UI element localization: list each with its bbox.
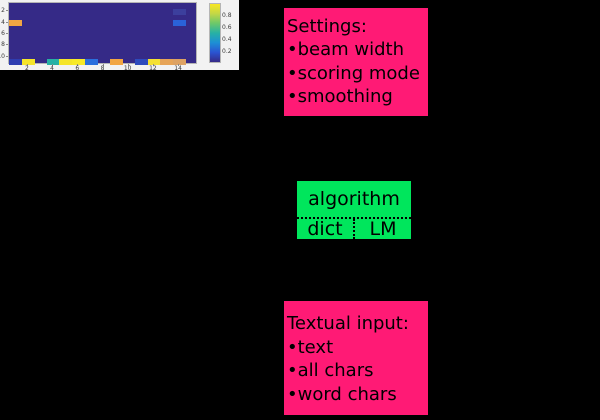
textual-input-box: Textual input: •text •all chars •word ch…: [282, 299, 430, 417]
tick-mark: [127, 64, 129, 66]
algorithm-box: algorithm dict LM: [295, 179, 413, 241]
heatmap-cell-r11-c2: [21, 59, 35, 66]
heatmap-x-tick-12: 12: [149, 65, 157, 72]
heatmap-x-tick-4: 4: [50, 65, 54, 72]
algorithm-option-dict: dict: [297, 219, 355, 239]
tick-mark: [6, 55, 8, 57]
colorbar-tick-0.8: 0.8: [222, 12, 232, 19]
heatmap-cell-r2-c14: [172, 8, 186, 15]
tick-mark: [102, 64, 104, 66]
heatmap-cell-r11-c6: [72, 59, 85, 66]
heatmap-cell-r11-c11: [135, 59, 148, 66]
heatmap-cell-r11-c7: [84, 59, 98, 66]
tick-mark: [6, 33, 8, 34]
textual-item-text: •text: [287, 336, 334, 358]
heatmap-cell-r11-c5: [59, 59, 73, 66]
heatmap-x-tick-10: 10: [123, 65, 132, 72]
tick-mark: [77, 64, 79, 66]
algorithm-title: algorithm: [297, 181, 411, 219]
settings-item-beam-width: •beam width: [287, 39, 405, 61]
settings-item-smoothing: •smoothing: [287, 86, 393, 108]
heatmap-cell-r11-c4: [46, 59, 60, 66]
heatmap-x-tick-2: 2: [24, 65, 29, 72]
heatmap-x-tick-6: 6: [75, 65, 80, 72]
tick-mark: [6, 21, 8, 23]
settings-item-scoring-mode: •scoring mode: [287, 62, 420, 84]
heatmap-y-tick-4: 4: [1, 18, 5, 26]
heatmap-panel: 2 4 6 8 10 12 14 2 4 6 8 10 0.8 0.6 0.4 0.2: [0, 0, 239, 72]
colorbar-tick-0.6: 0.6: [222, 24, 232, 31]
heatmap-cell-r11-c13: [160, 59, 174, 66]
heatmap-cell-r11-c12: [147, 59, 161, 66]
algorithm-option-lm: LM: [369, 218, 397, 240]
textual-item-word-chars: •word chars: [287, 383, 397, 405]
heatmap-cell-r4-c1: [9, 19, 22, 26]
tick-mark: [152, 64, 154, 66]
textual-item-all-chars: •all chars: [287, 360, 374, 381]
colorbar-tick-0.4: 0.4: [222, 36, 232, 43]
tick-mark: [178, 64, 180, 66]
heatmap-cell-r4-c14: [172, 19, 186, 26]
heatmap-y-tick-2: 2: [1, 7, 5, 15]
heatmap-cell-r11-c1: [9, 59, 22, 66]
heatmap-cell-r11-c9: [109, 59, 123, 66]
tick-mark: [26, 64, 28, 66]
heatmap-x-tick-14: 14: [174, 65, 182, 72]
heatmap-colorbar: [209, 3, 221, 63]
colorbar-tick-0.2: 0.2: [222, 48, 232, 55]
settings-box: Settings: •beam width •scoring mode •smo…: [282, 6, 430, 118]
heatmap-x-tick-8: 8: [100, 65, 105, 72]
heatmap-y-tick-8: 8: [1, 41, 5, 49]
heatmap-plot: [8, 2, 197, 66]
tick-mark: [52, 64, 54, 66]
heatmap-y-tick-10: 10: [0, 52, 5, 60]
settings-title: Settings:: [287, 16, 367, 37]
tick-mark: [6, 44, 8, 46]
algorithm-option-row: dict LM: [297, 219, 411, 239]
tick-mark: [6, 10, 8, 12]
heatmap-cell-r11-c14: [172, 59, 186, 66]
textual-title: Textual input:: [287, 313, 409, 334]
heatmap-y-tick-6: 6: [1, 30, 5, 37]
